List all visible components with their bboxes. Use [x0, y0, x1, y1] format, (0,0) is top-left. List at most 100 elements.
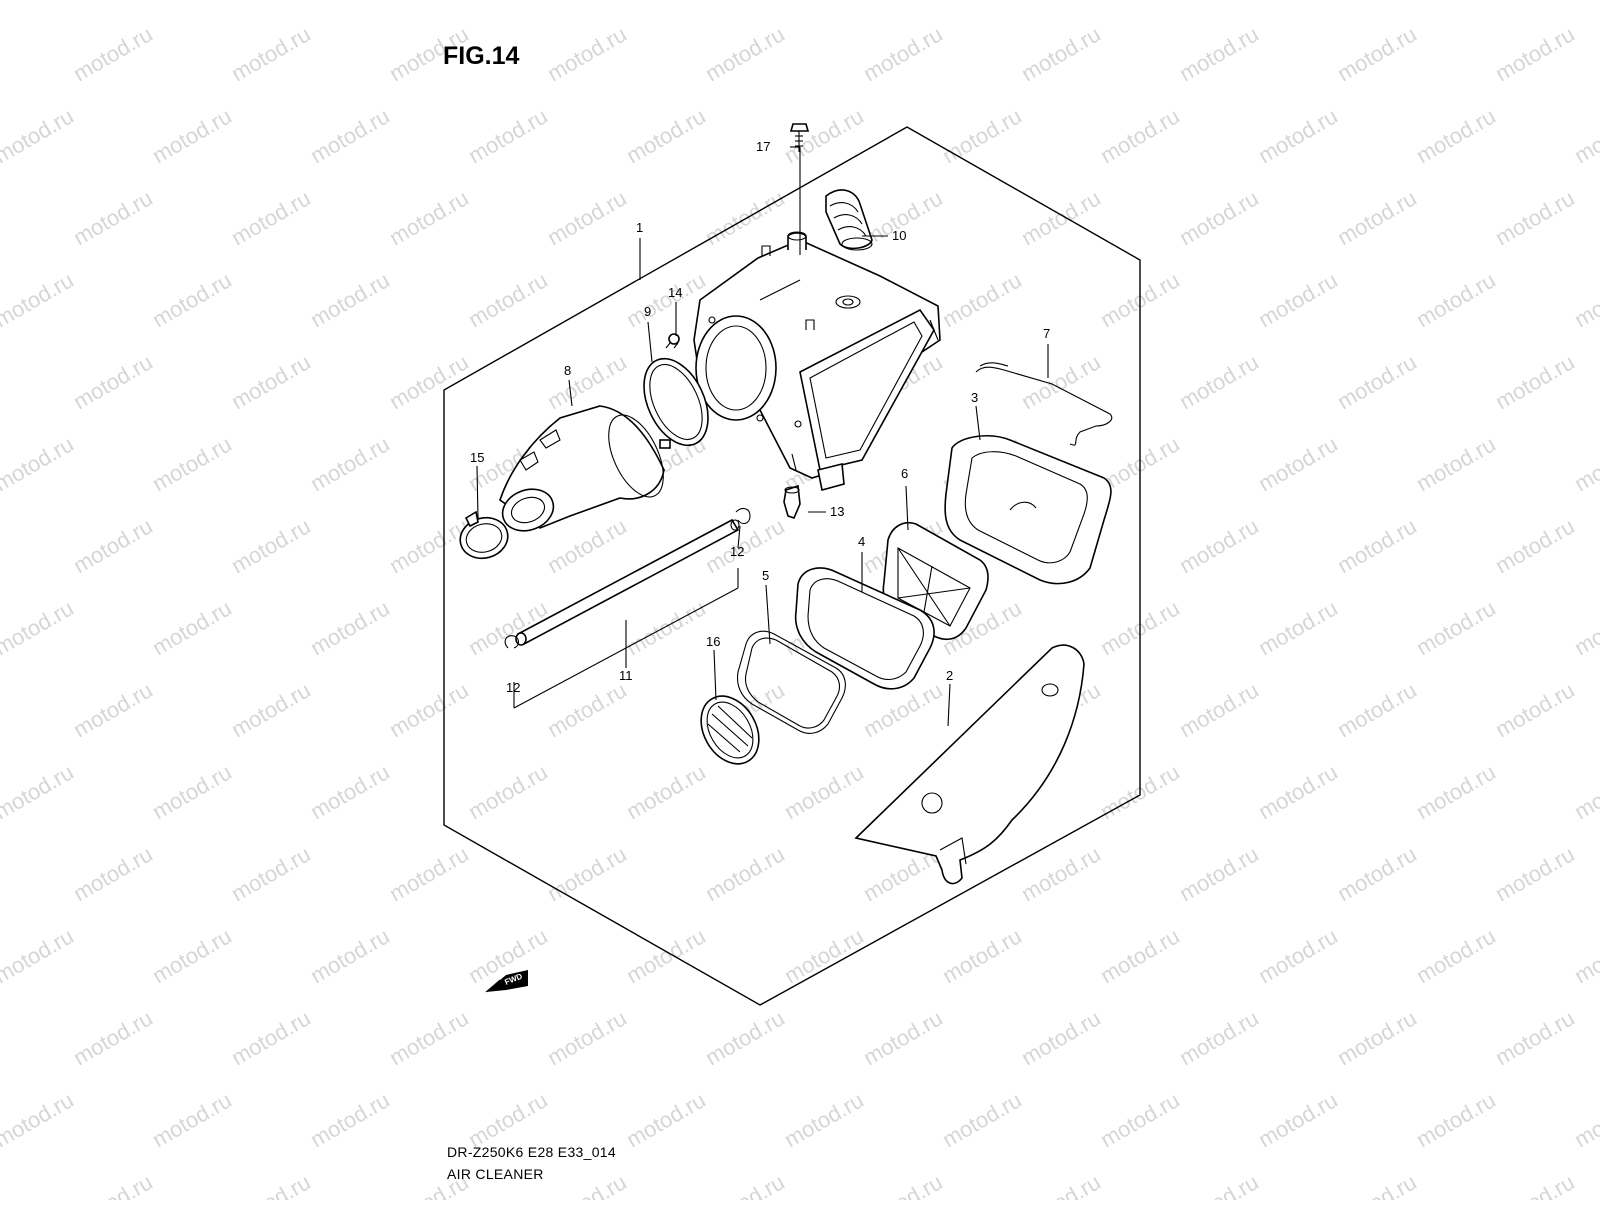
watermark-text: motod.ru [859, 1169, 947, 1200]
watermark-text: motod.ru [227, 677, 315, 742]
model-code: DR-Z250K6 E28 E33_014 [447, 1144, 616, 1160]
watermark-text: motod.ru [306, 267, 394, 332]
part-15-hose-clamp[interactable] [456, 510, 513, 564]
watermark-text: motod.ru [0, 267, 78, 332]
callout-15: 15 [470, 450, 484, 465]
part-2-side-cover[interactable] [854, 644, 1085, 885]
watermark-text: motod.ru [1491, 1005, 1579, 1070]
watermark-text: motod.ru [1175, 349, 1263, 414]
part-12-clip-upper[interactable] [735, 507, 751, 525]
callout-10: 10 [892, 228, 906, 243]
watermark-text: motod.ru [1254, 267, 1342, 332]
watermark-text: motod.ru [0, 0, 78, 4]
figure-title: FIG.14 [443, 42, 520, 70]
watermark-text: motod.ru [1254, 595, 1342, 660]
leader-lines [476, 146, 1049, 727]
watermark-text: motod.ru [148, 923, 236, 988]
watermark-text: motod.ru [69, 1169, 157, 1200]
part-8-intake-tube[interactable] [497, 405, 675, 538]
callout-6: 6 [901, 466, 908, 481]
callout-12-lower: 12 [506, 680, 520, 695]
watermark-text: motod.ru [1096, 923, 1184, 988]
watermark-text: motod.ru [1175, 1169, 1263, 1200]
watermark-text: motod.ru [938, 923, 1026, 988]
part-7-seal-strip[interactable] [975, 362, 1113, 446]
watermark-text: motod.ru [1096, 1087, 1184, 1152]
watermark-text: motod.ru [227, 1169, 315, 1200]
watermark-text: motod.ru [938, 1087, 1026, 1152]
watermark-text: motod.ru [1254, 923, 1342, 988]
part-16-screen[interactable] [689, 686, 770, 774]
watermark-text: motod.ru [1491, 185, 1579, 250]
part-14-screw[interactable] [665, 333, 680, 349]
watermark-text: motod.ru [1570, 1087, 1600, 1152]
watermark-text: motod.ru [1175, 1005, 1263, 1070]
watermark-text: motod.ru [464, 1087, 552, 1152]
watermark-text: motod.ru [227, 185, 315, 250]
watermark-text: motod.ru [1333, 21, 1421, 86]
callout-11: 11 [619, 668, 633, 683]
watermark-text: motod.ru [1333, 513, 1421, 578]
watermark-text: motod.ru [543, 1005, 631, 1070]
watermark-text: motod.ru [701, 185, 789, 250]
watermark-text: motod.ru [0, 923, 78, 988]
watermark-text: motod.ru [622, 759, 710, 824]
watermark-text: motod.ru [306, 1087, 394, 1152]
callout-13: 13 [830, 504, 844, 519]
watermark-text: motod.ru [543, 513, 631, 578]
watermark-text: motod.ru [69, 677, 157, 742]
watermark-text: motod.ru [1491, 21, 1579, 86]
watermark-text: motod.ru [1570, 103, 1600, 168]
watermark-text: motod.ru [0, 1087, 78, 1152]
watermark-text: motod.ru [1412, 1087, 1500, 1152]
watermark-text: motod.ru [385, 841, 473, 906]
part-1-air-cleaner-box[interactable] [693, 231, 941, 491]
watermark-text: motod.ru [701, 1005, 789, 1070]
watermark-text: motod.ru [148, 0, 236, 4]
watermark-text: motod.ru [148, 759, 236, 824]
assembly-name: AIR CLEANER [447, 1166, 544, 1182]
watermark-text: motod.ru [1175, 841, 1263, 906]
watermark-text: motod.ru [1491, 1169, 1579, 1200]
watermark-text: motod.ru [938, 267, 1026, 332]
watermark-text: motod.ru [227, 21, 315, 86]
callout-14: 14 [668, 285, 682, 300]
watermark-text: motod.ru [1570, 595, 1600, 660]
callout-12-upper: 12 [730, 544, 744, 559]
part-11-drain-tube[interactable] [515, 518, 740, 646]
watermark-text: motod.ru [701, 21, 789, 86]
watermark-text: motod.ru [1333, 841, 1421, 906]
watermark-text: motod.ru [69, 21, 157, 86]
watermark-text: motod.ru [1491, 841, 1579, 906]
part-13-drain-plug[interactable] [783, 484, 801, 519]
watermark-text: motod.ru [780, 923, 868, 988]
callout-8: 8 [564, 363, 571, 378]
watermark-text: motod.ru [1570, 0, 1600, 4]
watermark-text: motod.ru [306, 923, 394, 988]
watermark-text: motod.ru [938, 103, 1026, 168]
watermark-text: motod.ru [0, 595, 78, 660]
watermark-text: motod.ru [227, 1005, 315, 1070]
part-17-bolt[interactable] [789, 123, 810, 152]
watermark-text: motod.ru [1491, 349, 1579, 414]
part-12-clip-lower[interactable] [504, 635, 520, 649]
watermark-text: motod.ru [1254, 103, 1342, 168]
watermark-text: motod.ru [1254, 431, 1342, 496]
watermark-text: motod.ru [148, 431, 236, 496]
callout-2: 2 [946, 668, 953, 683]
part-10-breather-hose[interactable] [825, 189, 873, 251]
callout-16: 16 [706, 634, 720, 649]
watermark-text: motod.ru [227, 841, 315, 906]
watermark-text: motod.ru [622, 103, 710, 168]
watermark-text: motod.ru [938, 0, 1026, 4]
watermark-text: motod.ru [1412, 431, 1500, 496]
part-3-filter-element[interactable] [944, 435, 1112, 585]
watermark-text: motod.ru [306, 759, 394, 824]
watermark-text: motod.ru [1175, 185, 1263, 250]
watermark-text: motod.ru [543, 349, 631, 414]
part-4-filter-holder[interactable] [794, 567, 935, 690]
watermark-text: motod.ru [1412, 267, 1500, 332]
watermark-text: motod.ru [1412, 923, 1500, 988]
part-9-clamp-ring[interactable] [631, 348, 721, 455]
